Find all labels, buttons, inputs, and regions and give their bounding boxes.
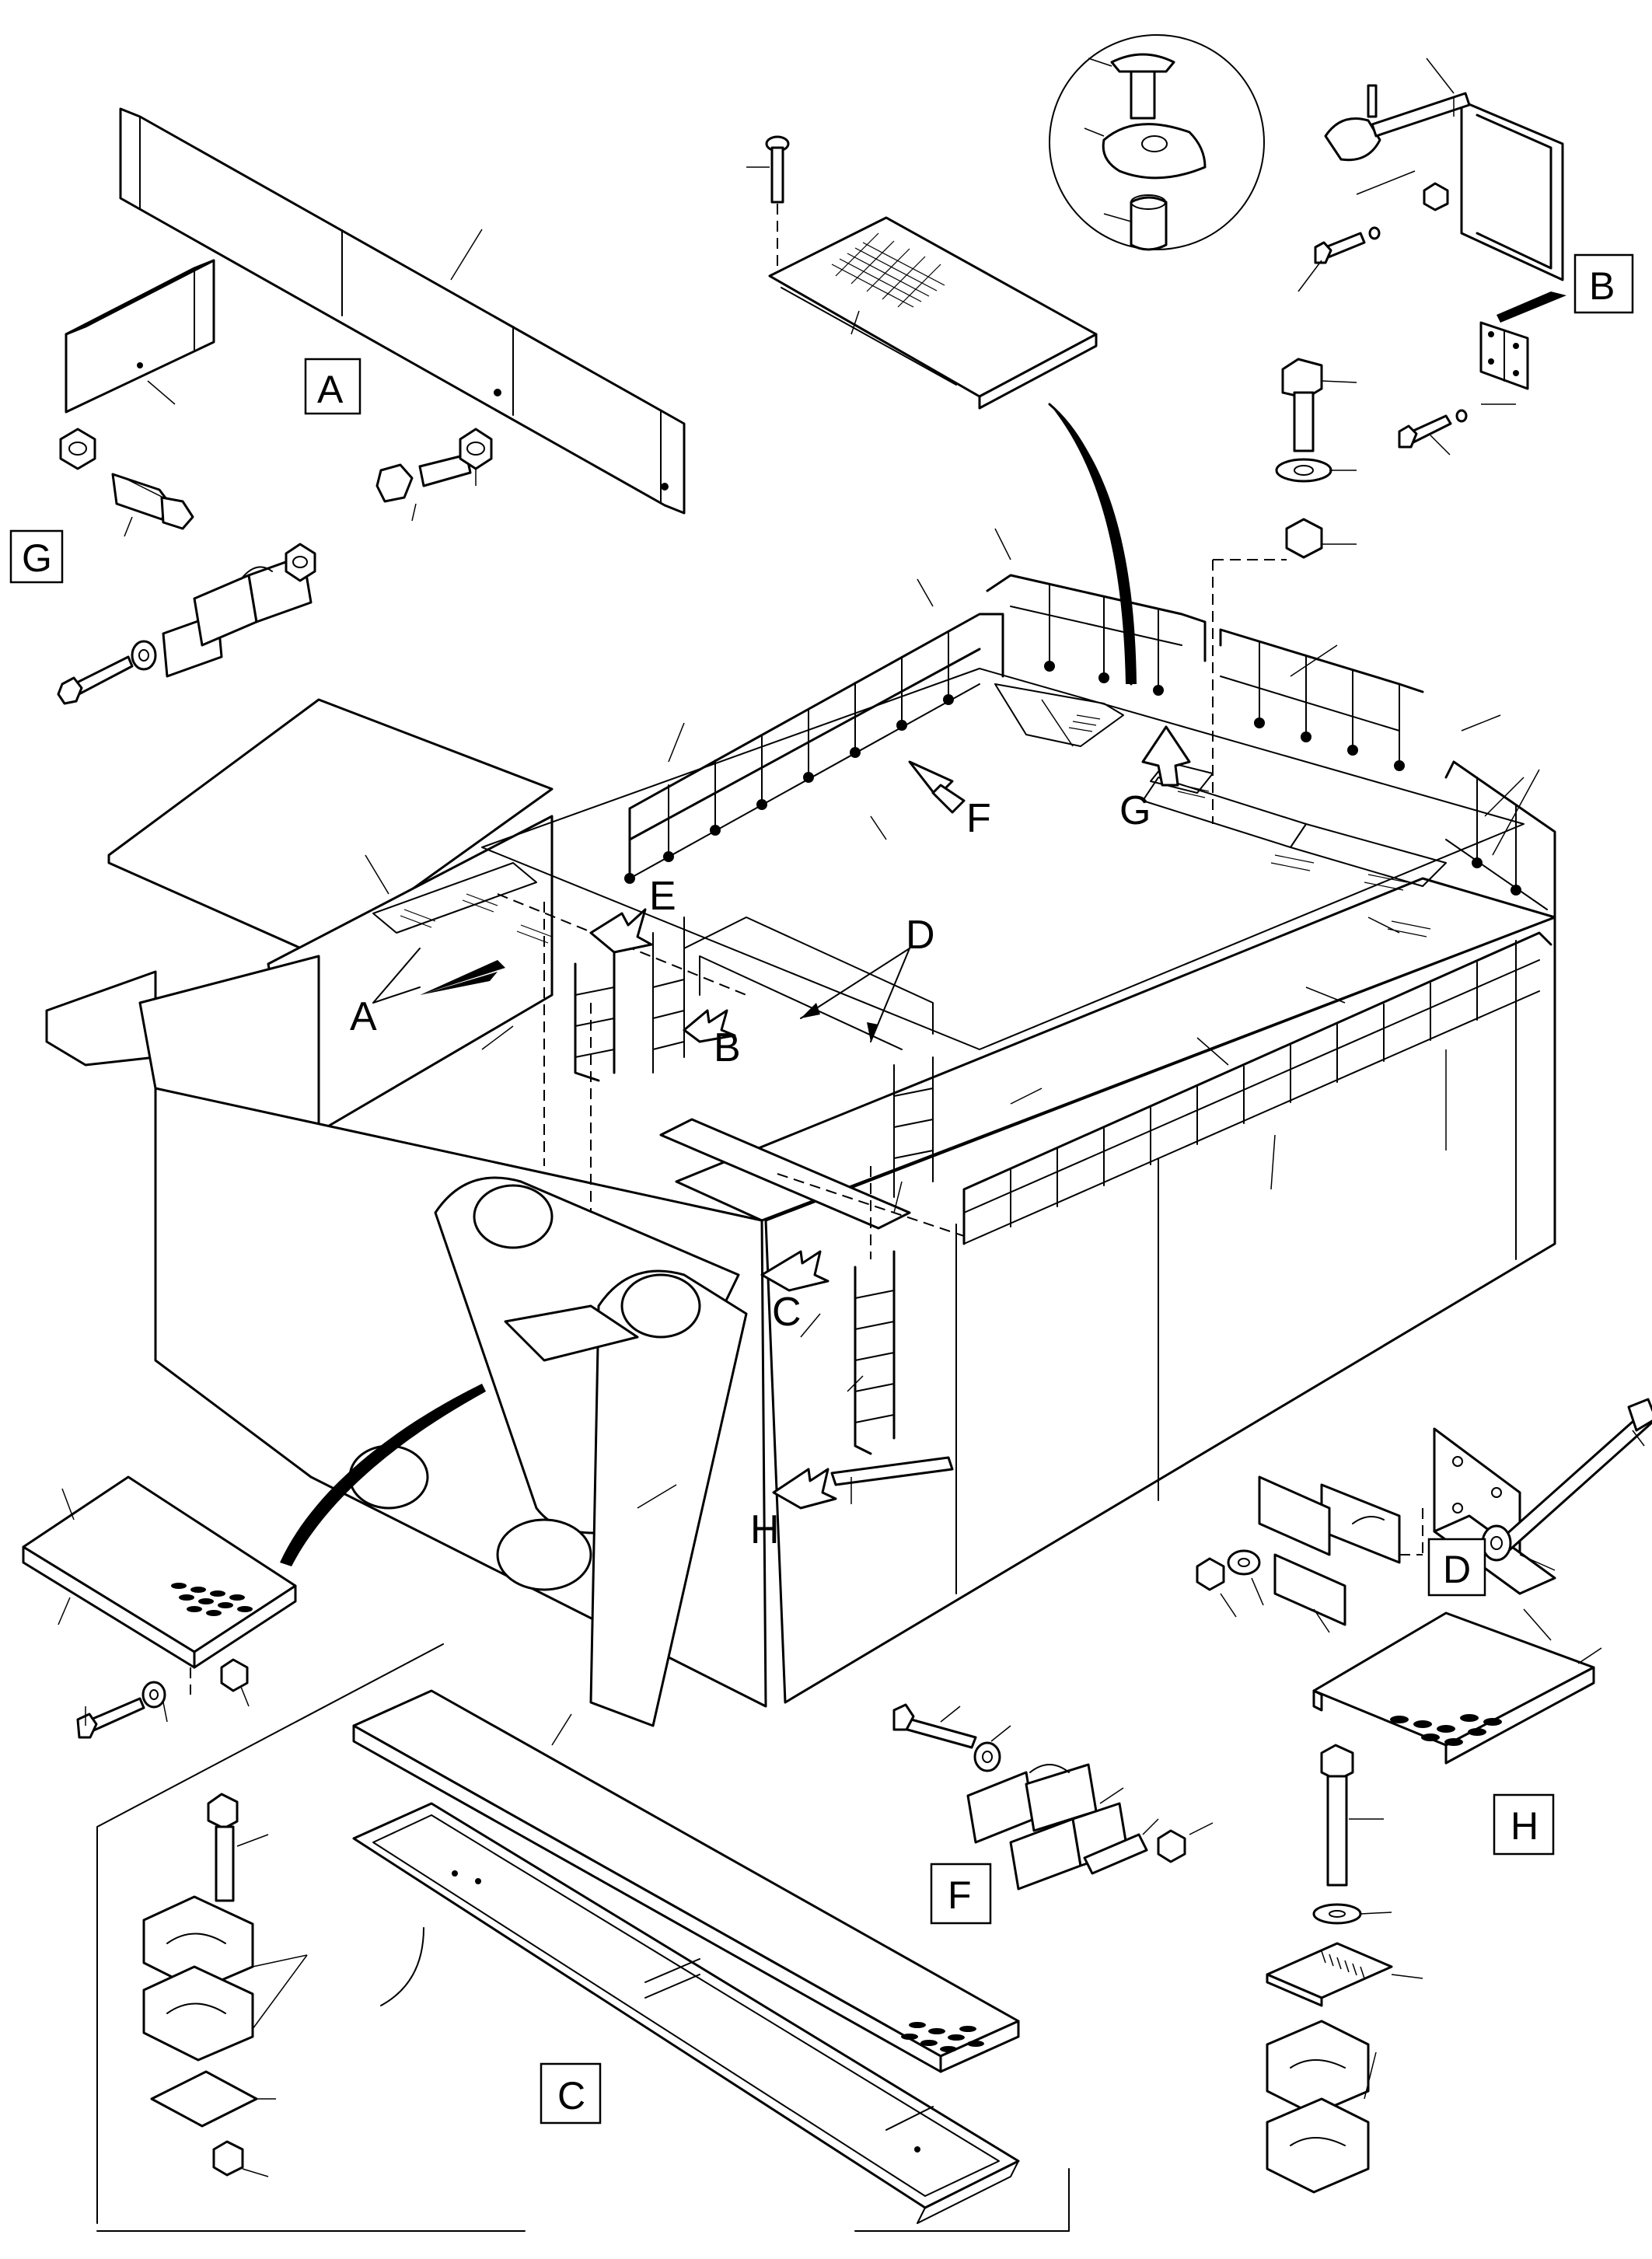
top-grating-assembly	[746, 135, 1137, 686]
washer-icon	[131, 640, 157, 671]
callout-d-label: D	[906, 913, 935, 958]
callout-a-label: A	[350, 994, 377, 1039]
clamp-icon	[1266, 2020, 1377, 2194]
detail-h-box	[1493, 1793, 1555, 1856]
step-plate	[1312, 1611, 1602, 1765]
bolt-icon	[1281, 358, 1323, 452]
circle-detail	[1049, 34, 1265, 251]
grating-icon	[372, 683, 1447, 944]
arrow-icon	[760, 1250, 829, 1292]
arrow-icon	[1141, 725, 1191, 787]
detail-f-label: F	[948, 1873, 972, 1917]
washer-icon	[1084, 123, 1207, 180]
bolt-icon	[207, 1793, 269, 1902]
nut-icon	[212, 2140, 269, 2177]
detail-c-assembly: C	[96, 1643, 1070, 2232]
detail-h-label: H	[1511, 1804, 1538, 1848]
hinge-pin	[1324, 84, 1471, 162]
step-well	[659, 917, 934, 1230]
arrow-icon	[772, 1468, 837, 1510]
spacer-icon	[1103, 194, 1168, 251]
short-guard-panel	[65, 259, 215, 414]
detail-b-box	[1573, 253, 1634, 314]
arrow-icon	[589, 908, 653, 954]
nut-icon	[1157, 1829, 1186, 1863]
arrow-a1	[420, 972, 498, 995]
callout-arrows	[372, 725, 1191, 1510]
detail-a-assembly: A	[59, 107, 686, 537]
nut-icon	[220, 1658, 249, 1692]
clamp-icon	[966, 1763, 1129, 1891]
leader-lines	[365, 528, 1540, 1509]
bolt-icon	[111, 473, 194, 537]
detail-b-assembly: B	[1298, 58, 1634, 456]
nut-icon	[59, 428, 96, 470]
bolt-icon	[375, 453, 472, 522]
detail-d-label: D	[1443, 1548, 1471, 1591]
clamp-plate	[1083, 1833, 1148, 1875]
gate-frame	[1460, 100, 1564, 281]
step-frame	[352, 1802, 1020, 2224]
clamp-plate	[1266, 1942, 1423, 2007]
bolt-icon	[57, 655, 134, 705]
bolt-icon	[1495, 1398, 1652, 1556]
detail-c-box	[540, 2062, 602, 2125]
clamp-icon	[142, 1895, 308, 2062]
clamp-plate	[150, 2070, 258, 2128]
arrow-icon	[683, 1009, 736, 1043]
callout-h-label: H	[750, 1507, 780, 1552]
washer-icon	[1312, 1903, 1392, 1925]
detail-a-label: A	[317, 368, 344, 411]
callout-g-label: G	[1119, 788, 1151, 833]
right-bolt-set	[1212, 358, 1357, 824]
lift-arms	[280, 1176, 748, 1727]
bolt-icon	[746, 135, 790, 272]
detail-c-label: C	[557, 2074, 585, 2118]
step-plate-assembly	[22, 1475, 297, 1739]
nut-icon	[1423, 182, 1449, 211]
washer-icon	[141, 1681, 166, 1709]
washer-icon	[1481, 1524, 1512, 1562]
callout-f-label: F	[966, 796, 991, 841]
ladder-h	[830, 1250, 954, 1486]
detail-g-box	[9, 529, 64, 584]
detail-a-box	[304, 358, 361, 415]
detail-h-assembly: H	[1266, 1611, 1602, 2194]
detail-d-assembly: D	[1196, 1398, 1652, 1641]
nut-icon	[1285, 518, 1323, 559]
washer-icon	[973, 1741, 1001, 1772]
main-body	[45, 574, 1556, 1727]
callout-e-label: E	[649, 874, 676, 919]
washer-icon	[1275, 458, 1332, 483]
washer-icon	[1227, 1549, 1261, 1576]
detail-g-label: G	[22, 536, 52, 580]
detail-b-label: B	[1589, 264, 1615, 308]
detail-d-box	[1427, 1538, 1486, 1597]
step-rail-top	[352, 1689, 1020, 2073]
callout-b-label: B	[714, 1025, 741, 1070]
detail-f-box	[930, 1863, 992, 1925]
detail-f-assembly: F	[892, 1703, 1214, 1925]
bolt-icon	[1088, 53, 1175, 120]
detail-g-assembly: G	[9, 529, 316, 705]
clamp-icon	[1258, 1475, 1401, 1626]
bolt-icon	[76, 1697, 145, 1739]
nut-icon	[285, 543, 316, 582]
arrow-icon	[908, 760, 966, 814]
nut-icon	[1196, 1557, 1225, 1591]
long-guard-panel	[119, 107, 686, 515]
bolt-icon	[1398, 409, 1468, 449]
guard-rail	[624, 574, 1556, 1245]
bolt-icon	[1320, 1744, 1384, 1887]
grating-icon	[768, 216, 1098, 410]
connector-curve	[380, 1927, 424, 2006]
bolt-icon	[892, 1703, 977, 1749]
cab-structure	[45, 698, 554, 1144]
nut-icon	[459, 428, 493, 486]
callout-c-label: C	[772, 1290, 802, 1335]
hinge-plate	[1479, 321, 1529, 390]
bolt-icon	[1314, 226, 1381, 264]
